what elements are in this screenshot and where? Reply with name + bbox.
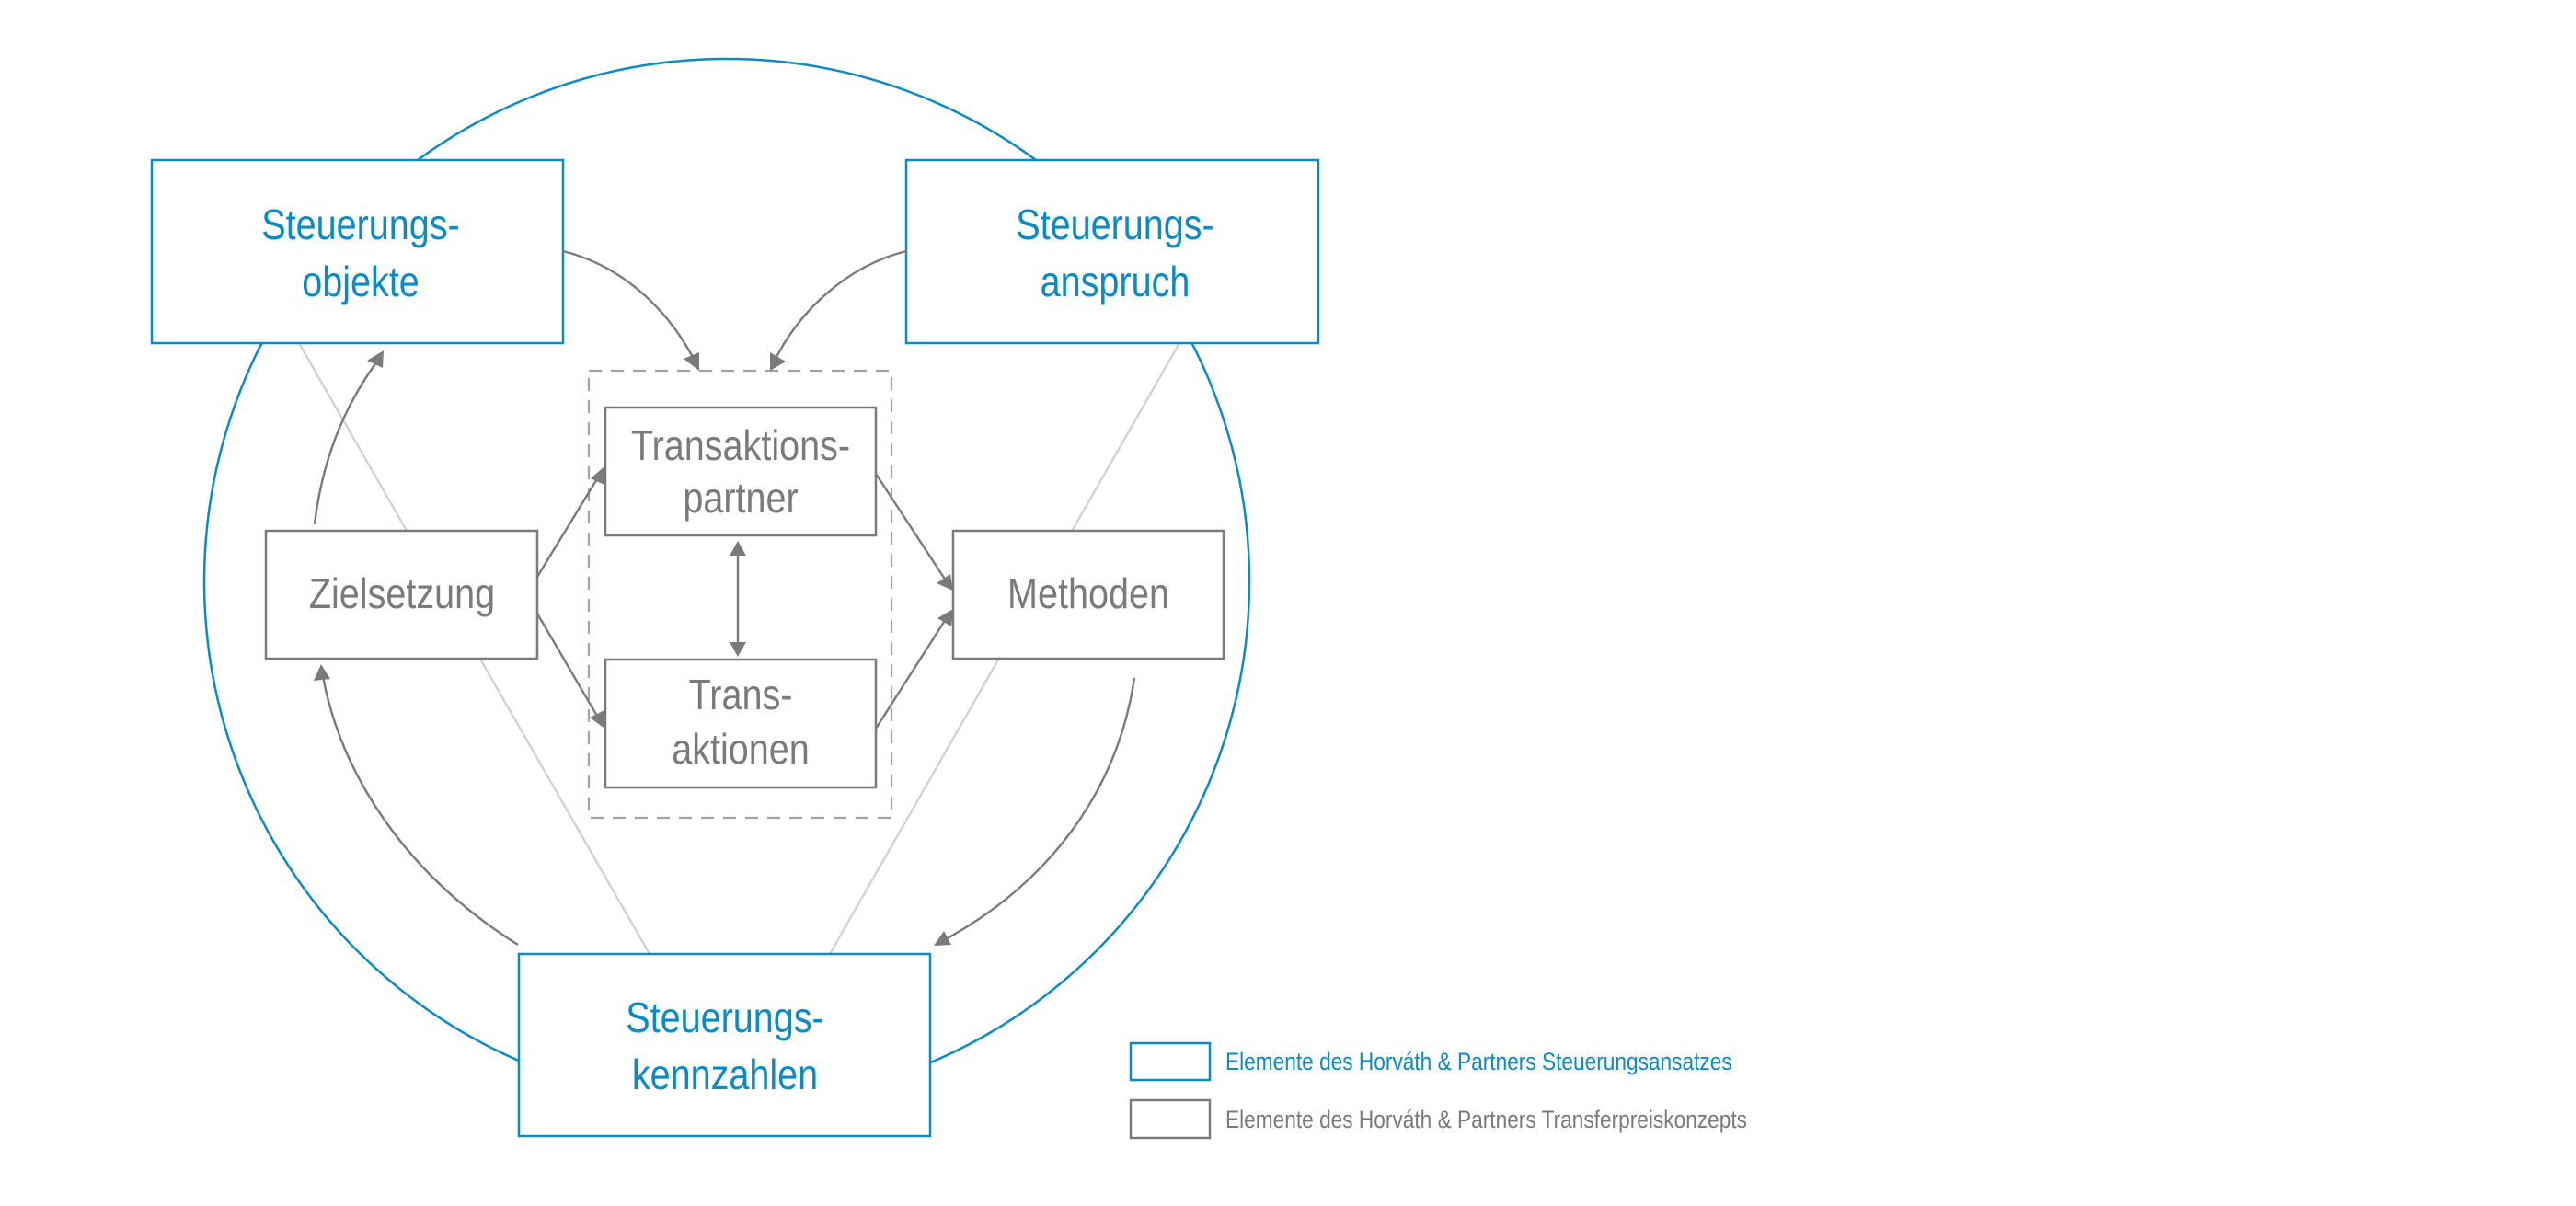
methoden-box <box>951 529 1225 660</box>
transaktionspartner-box <box>604 406 878 537</box>
transaktionspartner-label-line2: partner <box>683 475 798 522</box>
legend-swatch-grey <box>1129 1098 1212 1140</box>
steuerungskennzahlen-label-line2: kennzahlen <box>632 1051 818 1098</box>
arrow-zielsetzung-to-objekte <box>313 361 378 525</box>
node-zielsetzung[interactable]: Zielsetzung <box>264 529 539 660</box>
arrow-anspruch-to-group <box>773 249 907 362</box>
zielsetzung-label: Zielsetzung <box>309 570 495 617</box>
steuerungsobjekte-box <box>150 158 565 345</box>
transaktionen-label-line2: aktionen <box>672 726 810 773</box>
arrow-head-icon <box>934 931 951 946</box>
legend-item-transferpreiskonzept: Elemente des Horváth & Partners Transfer… <box>1129 1098 1747 1140</box>
arrow-transaktionen-to-methoden <box>874 618 948 729</box>
arrow-head-icon <box>937 609 953 626</box>
legend-swatch-blue <box>1129 1041 1212 1082</box>
arrow-zielsetzung-to-transaktionspartner <box>535 477 600 578</box>
arrow-transaktionspartner-to-methoden <box>874 473 948 581</box>
arrow-kennzahlen-to-zielsetzung <box>321 675 519 947</box>
node-steuerungskennzahlen[interactable]: Steuerungs- kennzahlen <box>517 952 932 1138</box>
arrows <box>313 249 1136 947</box>
steuerungsanspruch-box <box>904 158 1320 345</box>
arrow-head-icon <box>590 710 604 728</box>
arrow-objekte-to-group <box>562 249 696 362</box>
arrow-head-icon <box>314 664 330 681</box>
steuerungsobjekte-label-line2: objekte <box>302 258 420 305</box>
steuerungskennzahlen-label-line1: Steuerungs- <box>626 994 823 1041</box>
arrow-head-down-icon <box>730 642 746 657</box>
transaktionen-box <box>604 658 878 789</box>
node-transaktionspartner[interactable]: Transaktions- partner <box>604 406 878 537</box>
arrow-head-up-icon <box>730 541 746 556</box>
arrow-head-icon <box>770 352 786 371</box>
node-steuerungsobjekte[interactable]: Steuerungs- objekte <box>150 158 565 345</box>
arrow-head-icon <box>937 574 953 591</box>
legend-label-transferpreiskonzept: Elemente des Horváth & Partners Transfer… <box>1225 1106 1747 1133</box>
node-methoden[interactable]: Methoden <box>951 529 1225 660</box>
arrow-head-icon <box>591 467 604 485</box>
steuerungskennzahlen-box <box>517 952 932 1138</box>
legend-label-steuerungsansatz: Elemente des Horváth & Partners Steuerun… <box>1225 1048 1732 1075</box>
node-steuerungsanspruch[interactable]: Steuerungs- anspruch <box>904 158 1320 345</box>
legend: Elemente des Horváth & Partners Steuerun… <box>1129 1041 1747 1140</box>
arrow-head-icon <box>367 350 384 368</box>
arrow-head-icon <box>684 352 699 371</box>
methoden-label: Methoden <box>1007 570 1169 617</box>
arrow-methoden-to-kennzahlen <box>943 677 1136 942</box>
legend-item-steuerungsansatz: Elemente des Horváth & Partners Steuerun… <box>1129 1041 1732 1082</box>
arrow-zielsetzung-to-transaktionen <box>535 613 600 718</box>
zielsetzung-box <box>264 529 539 660</box>
transaktionspartner-label-line1: Transaktions- <box>631 422 850 469</box>
node-transaktionen[interactable]: Trans- aktionen <box>604 658 878 789</box>
steuerungsobjekte-label-line1: Steuerungs- <box>261 201 459 248</box>
steuerungsanspruch-label-line1: Steuerungs- <box>1016 201 1213 248</box>
transaktionen-label-line1: Trans- <box>689 672 793 718</box>
steuerungsanspruch-label-line2: anspruch <box>1041 258 1190 305</box>
